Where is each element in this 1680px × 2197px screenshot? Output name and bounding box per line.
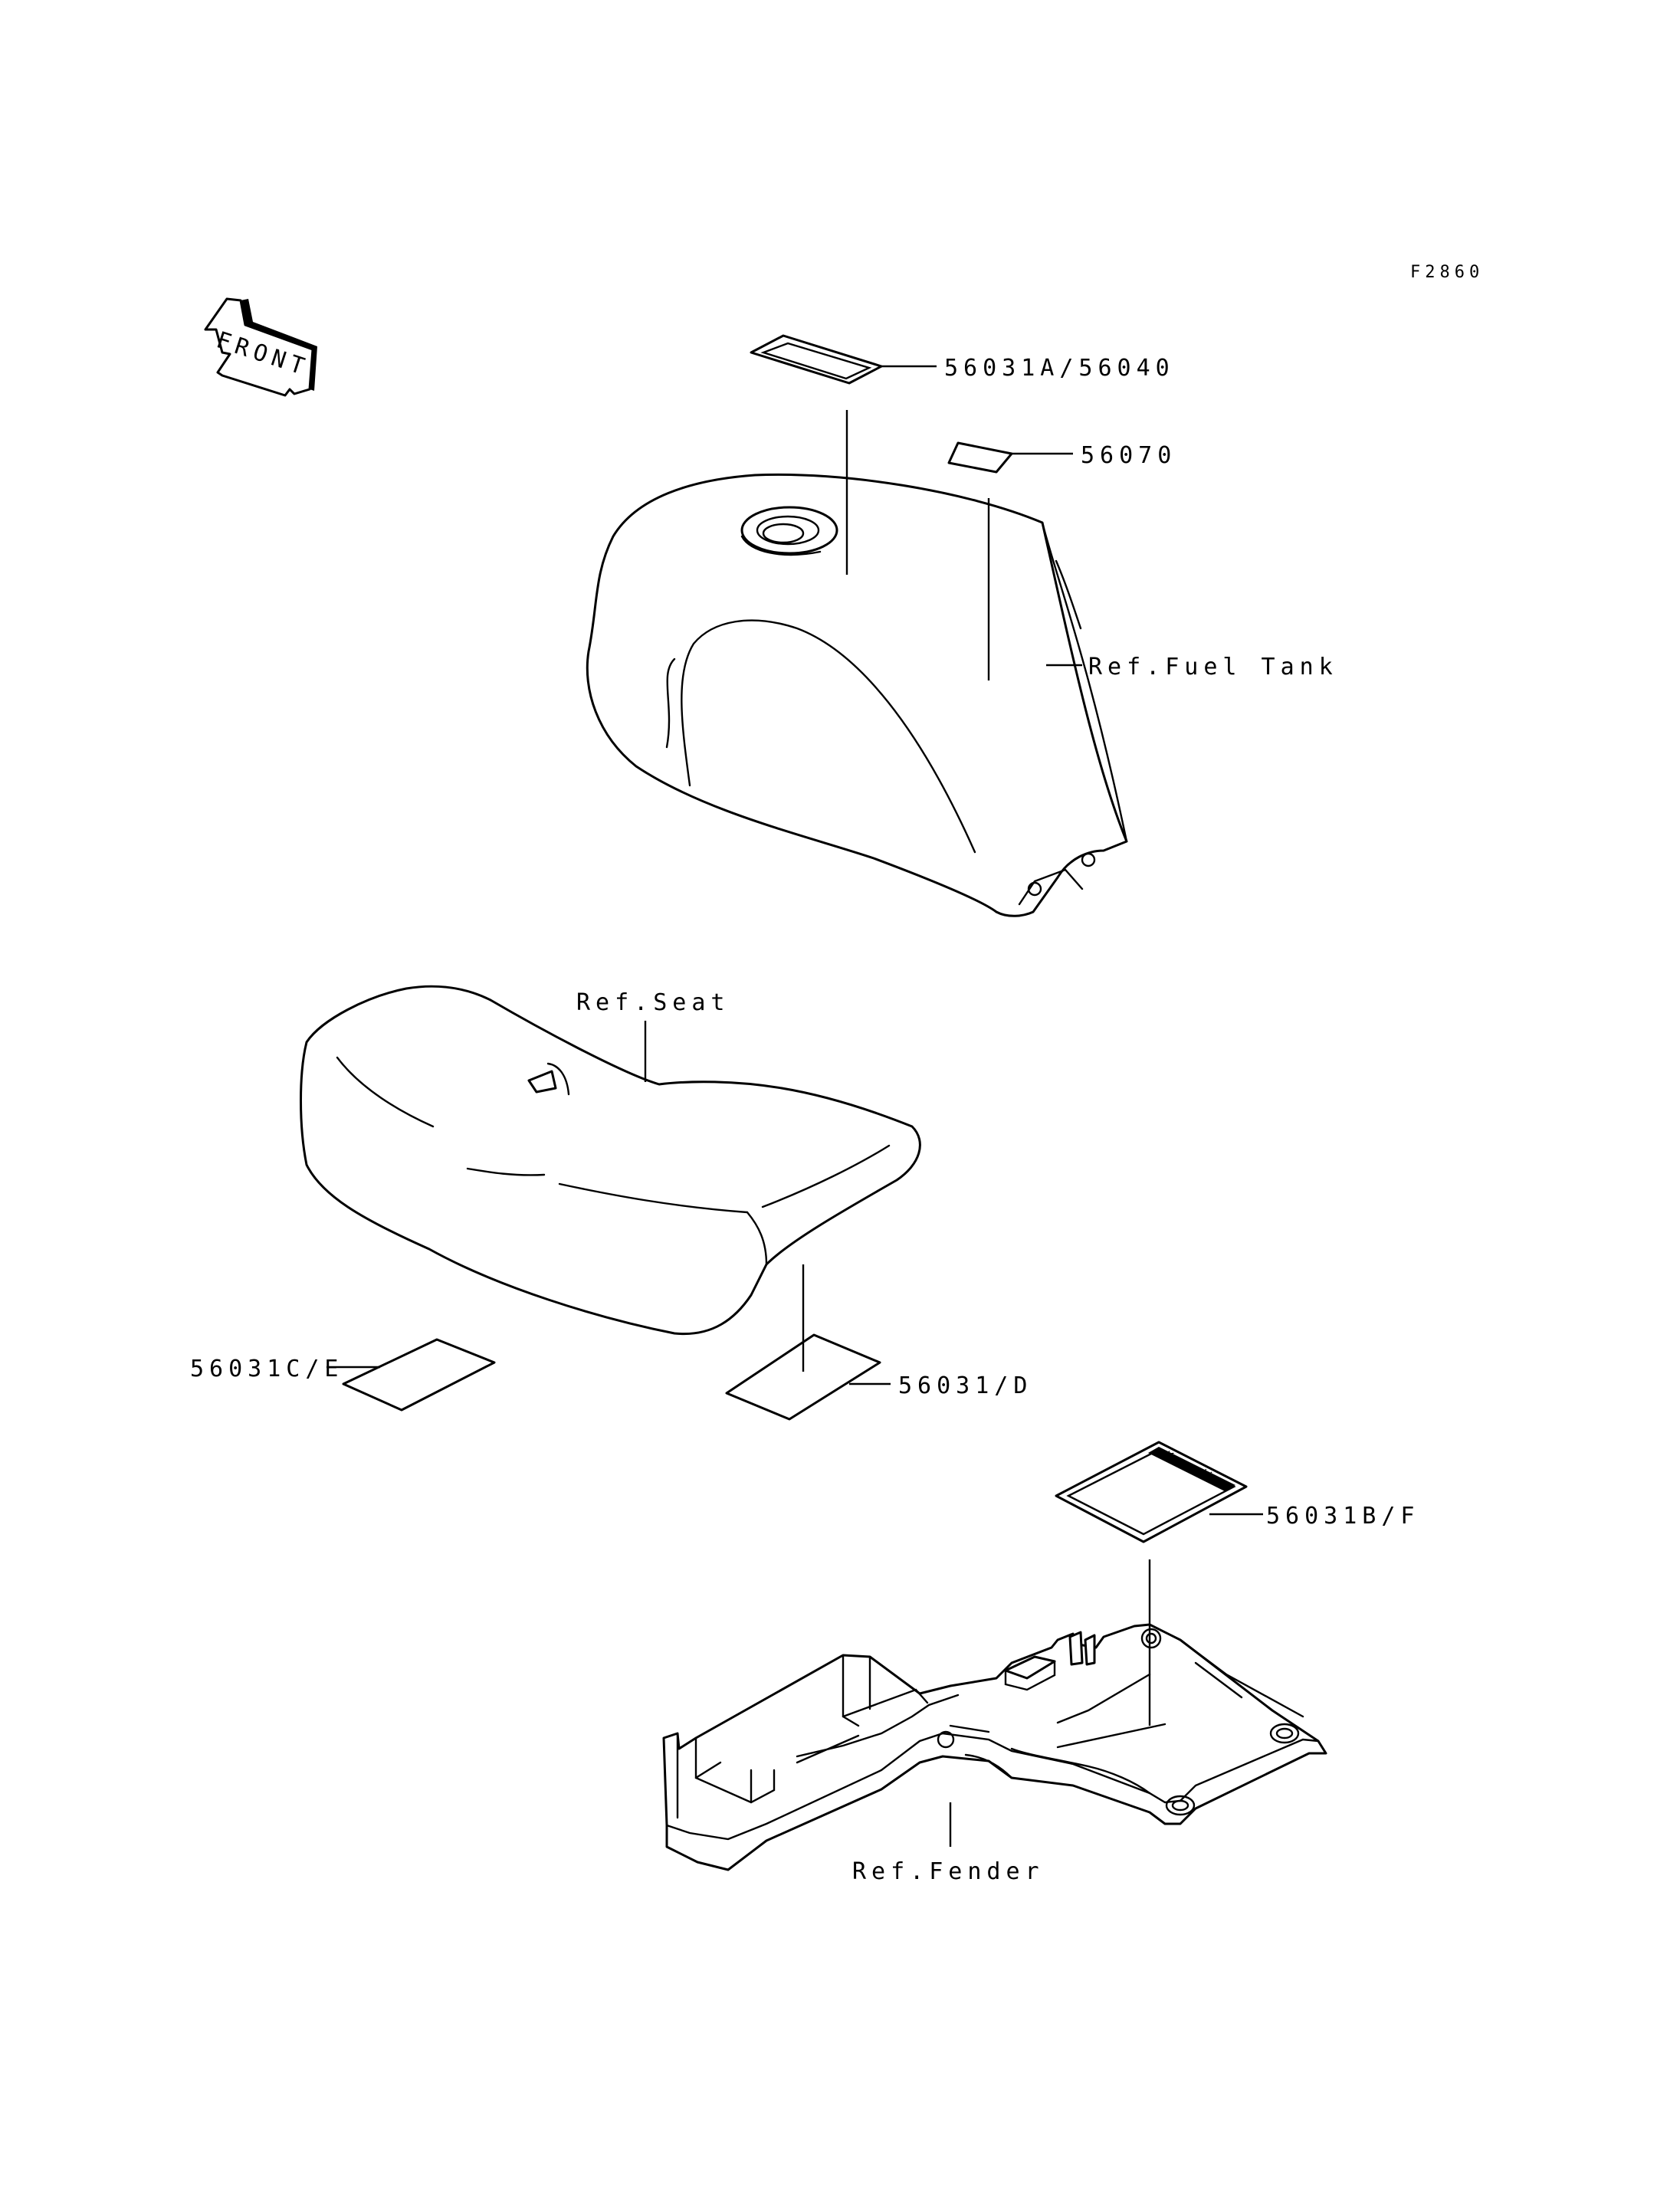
label-56070: 56070 (1081, 442, 1176, 469)
decal-seat-left (342, 1338, 496, 1412)
label-56031-D: 56031/D (898, 1372, 1032, 1399)
fender-drawing (662, 1623, 1327, 1871)
decal-fuel-tank-main (750, 334, 883, 385)
fuel-tank-drawing (586, 473, 1128, 917)
label-56031B-F: 56031B/F (1266, 1503, 1420, 1530)
label-56031A-56040: 56031A/56040 (944, 355, 1175, 382)
decal-fender: Kawasaki (1055, 1441, 1248, 1543)
label-ref-fender: Ref.Fender (852, 1858, 1045, 1885)
label-ref-fuel-tank: Ref.Fuel Tank (1088, 654, 1338, 680)
label-56031C-E: 56031C/E (190, 1356, 344, 1382)
decal-fuel-tank-small (947, 441, 1013, 474)
figure-code: F2860 (1410, 263, 1484, 282)
decal-seat-right (725, 1333, 881, 1421)
label-ref-seat: Ref.Seat (576, 989, 730, 1016)
seat-drawing (300, 985, 921, 1336)
front-arrow-icon: FRONT (204, 297, 317, 397)
